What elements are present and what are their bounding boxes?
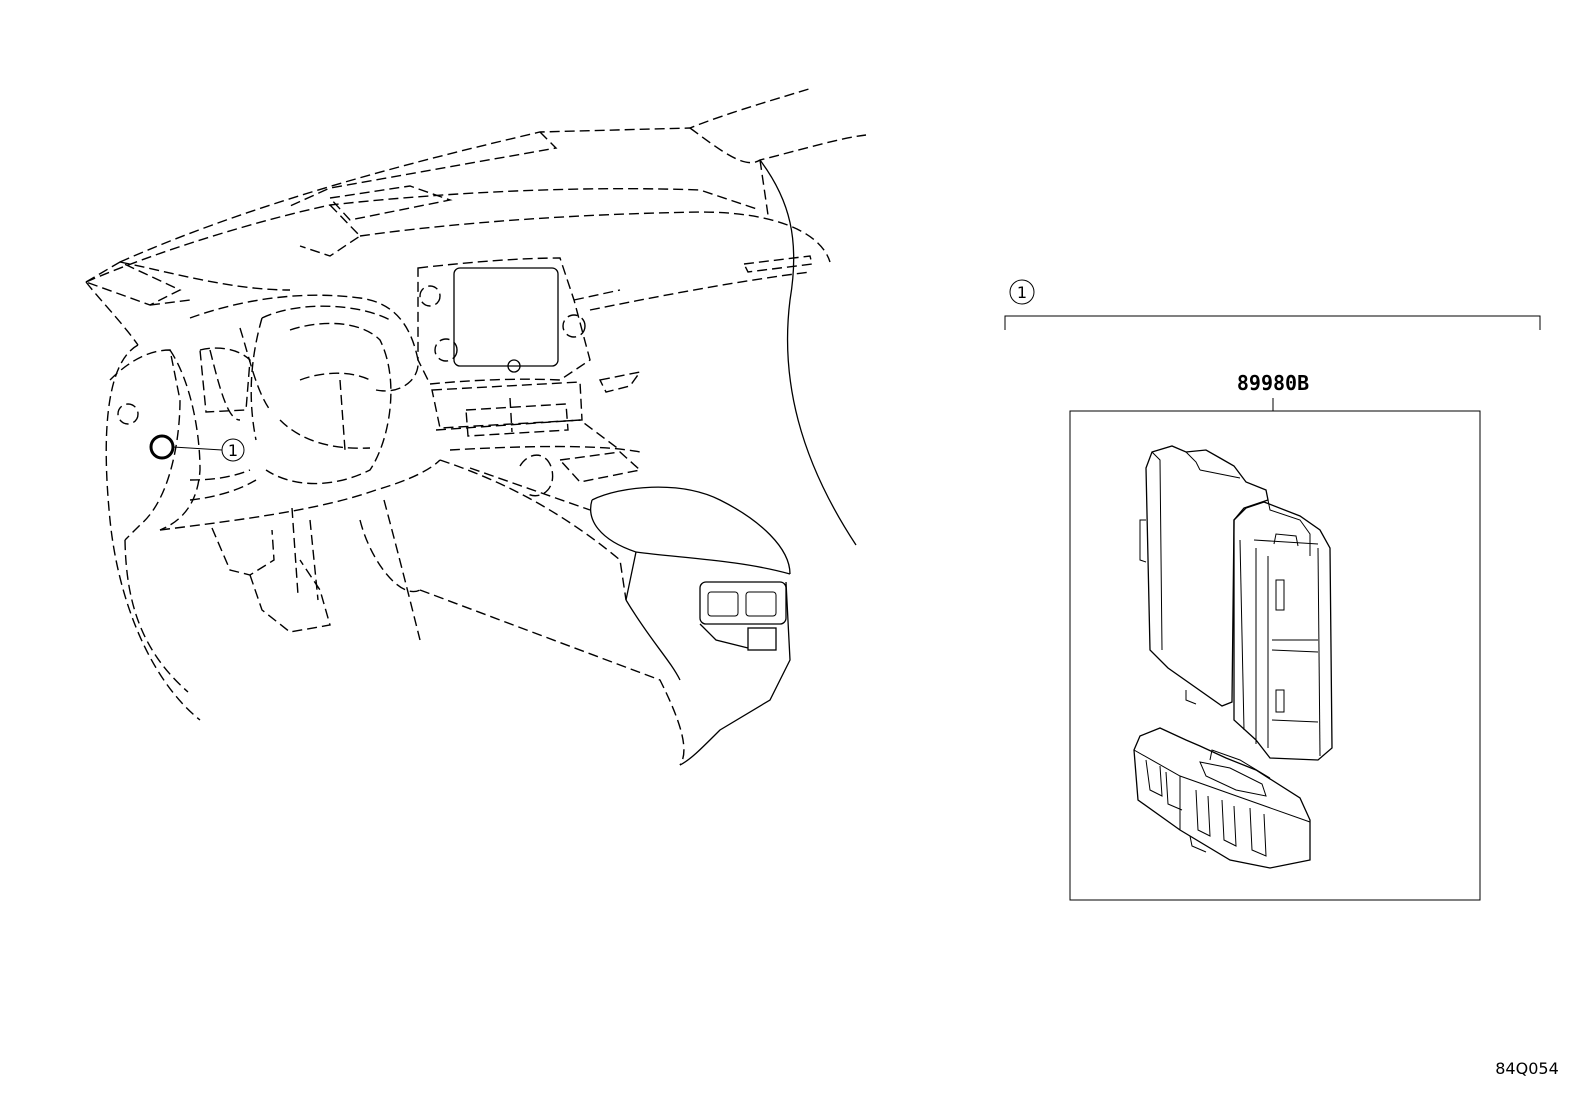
location-marker <box>149 434 175 460</box>
assembly-number-label: 1 <box>1017 283 1027 302</box>
ref-callout: 1 <box>149 434 245 462</box>
assembly-number-circle <box>1009 279 1035 305</box>
part-number: 89980B <box>1237 371 1309 395</box>
assembly-callout: 1 <box>1004 279 1541 330</box>
part-number-callout: 89980B <box>1237 371 1309 411</box>
diagram-code: 84Q054 <box>1495 1059 1559 1078</box>
ref-number-label: 1 <box>228 441 238 460</box>
connector-illustration <box>1133 727 1311 869</box>
control-unit-illustration <box>1139 445 1333 761</box>
ref-number-circle <box>221 438 245 462</box>
dashboard-illustration <box>84 87 867 766</box>
part-frame <box>1069 410 1481 901</box>
assembly-bracket <box>1004 315 1541 330</box>
